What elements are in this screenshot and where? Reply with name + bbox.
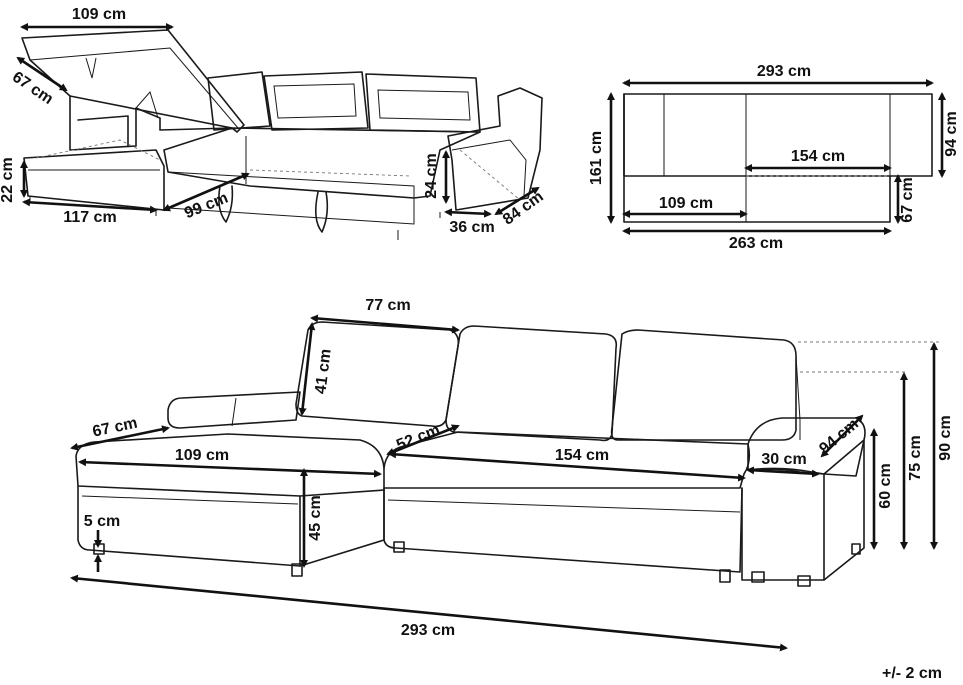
plan-back — [623, 93, 933, 177]
dim-front-back-total: 75 cm — [907, 435, 924, 480]
right-arm — [447, 87, 543, 211]
back-cushion-1 — [207, 71, 271, 131]
dim-plan-chaise-width: 109 cm — [659, 195, 713, 212]
dim-front-total-width: 293 cm — [401, 622, 455, 639]
chaise-seat — [75, 433, 385, 497]
chaise-base — [23, 149, 165, 211]
dim-top-left-width: 109 cm — [72, 6, 126, 23]
plan-view: 293 cm 161 cm 94 cm 154 cm 109 cm 67 cm … — [588, 63, 960, 252]
back-cushion-2 — [263, 71, 369, 131]
dim-front-total-height: 90 cm — [937, 415, 954, 460]
dim-plan-bed-width: 154 cm — [791, 148, 845, 165]
dim-storage-height: 24 cm — [423, 153, 440, 198]
back-cushion-3 — [365, 73, 481, 133]
dim-top-left-depth: 67 cm — [9, 69, 56, 108]
dim-front-seat-width: 154 cm — [555, 447, 609, 464]
dim-plan-seat-depth: 67 cm — [899, 177, 916, 222]
dim-arm-width: 36 cm — [449, 219, 494, 236]
front-dimensions: 77 cm 41 cm 67 cm 109 cm 52 cm 154 cm 94… — [70, 297, 954, 652]
tolerance-note: +/- 2 cm — [882, 665, 942, 682]
dim-front-chaise-width: 109 cm — [175, 447, 229, 464]
dim-front-back-width: 77 cm — [365, 297, 410, 314]
dim-front-seat-height: 45 cm — [307, 495, 324, 540]
dim-front-leg-height: 5 cm — [84, 513, 120, 530]
dim-plan-total-width: 293 cm — [757, 63, 811, 80]
chaise-bolster — [167, 391, 301, 429]
dim-front-back-height: 41 cm — [312, 348, 334, 395]
dim-front-seat-depth: 52 cm — [394, 421, 442, 454]
dim-plan-back-depth: 94 cm — [943, 111, 960, 156]
dim-plan-depth: 161 cm — [588, 131, 605, 185]
dim-plan-inner-width: 263 cm — [729, 235, 783, 252]
front-back-cushion-mid — [445, 325, 618, 442]
storage-lid — [21, 29, 245, 133]
dim-front-arm-height: 60 cm — [877, 463, 894, 508]
dim-top-left-height: 22 cm — [0, 157, 16, 202]
dim-chaise-length: 117 cm — [63, 209, 116, 226]
front-back-cushion-right — [610, 329, 797, 441]
dim-front-arm-depth: 94 cm — [816, 415, 862, 457]
dim-front-arm-width: 30 cm — [761, 451, 806, 468]
